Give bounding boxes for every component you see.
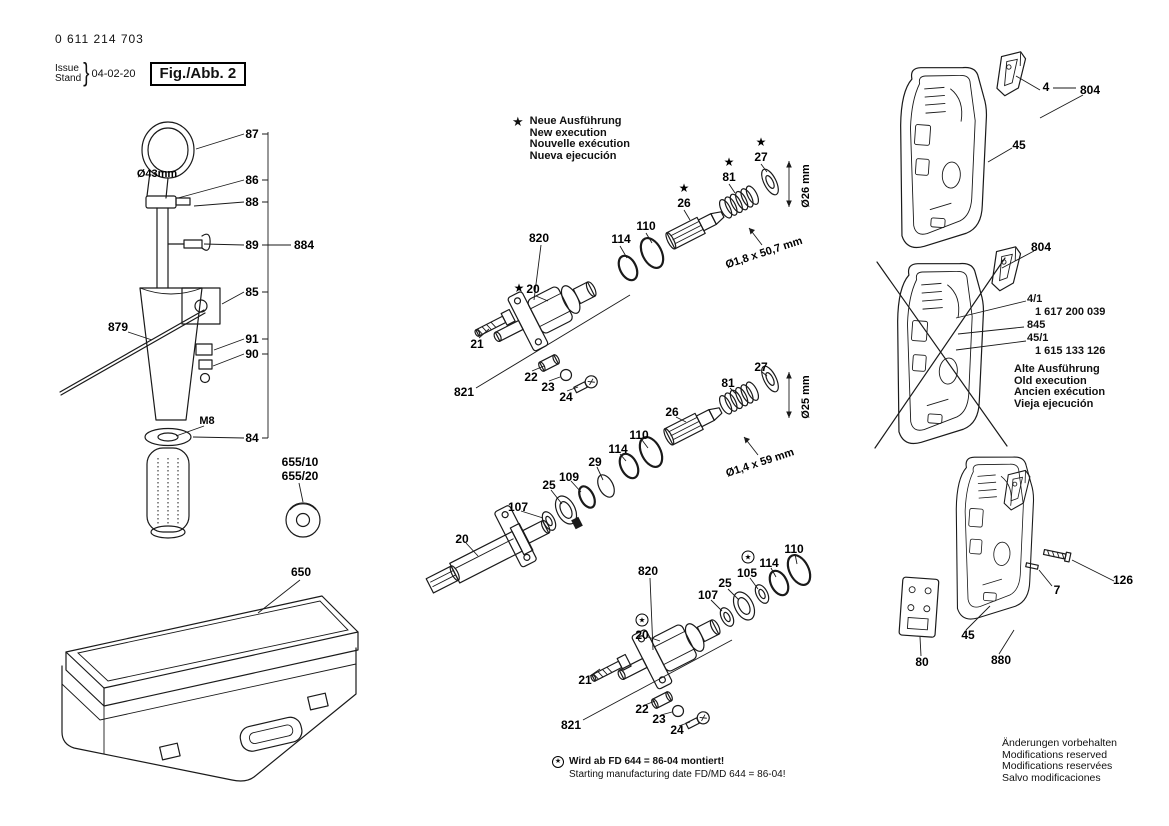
assembly-new-bottom-drawing [582,553,812,732]
brace-glyph: } [83,59,90,88]
ref-num-4-1: 1 617 200 039 [1035,306,1106,318]
rights-line-en: Modifications reserved [1002,748,1108,761]
ref-pos-4-1: 4/1 [1027,293,1043,305]
ref-pos-845: 845 [1027,319,1046,331]
carrying-case-drawing [61,579,359,782]
depth-stop-handle-drawing [59,121,291,539]
legend-old-line-de: Alte Ausführung [1014,363,1100,375]
legend-old-execution: Alte Ausführung Old execution Ancien exé… [1014,363,1106,410]
footnote-line-en: Starting manufacturing date FD/MD 644 = … [569,769,786,780]
stand-label: Stand [55,73,82,84]
star-icon: ★ [512,114,524,129]
rights-line-fr: Modifications reservées [1002,760,1113,772]
legend-old-line-en: Old execution [1014,374,1087,387]
issue-stand-labels: Issue Stand [55,62,82,85]
issue-label: Issue [55,62,79,74]
rights-line-de: Änderungen vorbehalten [1002,737,1118,749]
manufacturing-footnote: ★ Wird ab FD 644 = 86-04 montiert! Start… [552,755,786,781]
rights-line-es: Salvo modificaciones [1002,771,1101,784]
old-part-references: 4/1 1 617 200 039 845 45/1 1 615 133 126 [1027,293,1105,358]
circled-star-icon: ★ [552,755,564,768]
legend-new-line-de: Neue Ausführung [529,115,622,127]
assembly-new-top-drawing [472,161,792,396]
housing-group-drawing [874,48,1115,657]
legend-new-line-en: New execution [529,126,607,139]
legend-old-line-fr: Ancien exécution [1014,386,1106,398]
issue-date: 04-02-20 [91,68,136,80]
document-number: 0 611 214 703 [55,32,144,46]
footnote-line-de: Wird ab FD 644 = 86-04 montiert! [569,756,725,767]
legend-new-line-fr: Nouvelle exécution [529,138,630,150]
title-block: 0 611 214 703 Issue Stand } 04-02-20 Fig… [55,32,247,88]
legend-new-execution: ★ Neue Ausführung New execution Nouvelle… [512,114,630,162]
roller-655-drawing [285,482,321,538]
ref-pos-45-1: 45/1 [1027,332,1049,344]
ref-num-45-1: 1 615 133 126 [1035,345,1106,357]
legend-new-line-es: Nueva ejecución [529,149,617,162]
legend-old-line-es: Vieja ejecución [1014,397,1094,410]
assembly-spindle-drawing [422,363,792,600]
figure-label: Fig./Abb. 2 [149,62,247,86]
rights-reserved-block: Änderungen vorbehalten Modifications res… [1002,737,1118,784]
